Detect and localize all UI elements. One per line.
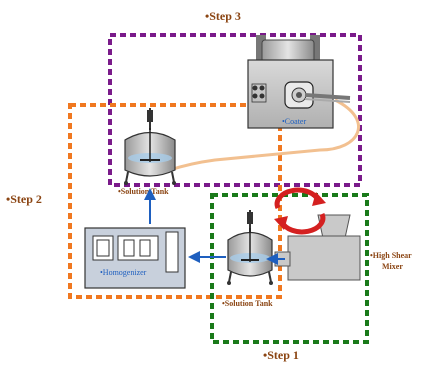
homogenizer-label: •Homogenizer	[100, 268, 147, 277]
high-shear-mixer	[274, 214, 361, 281]
step2-label: •Step 2	[6, 192, 42, 206]
step3-label: •Step 3	[205, 9, 241, 23]
coater-machine	[247, 35, 351, 129]
solution-tank-top-label: •Solution Tank	[118, 187, 169, 196]
solution-tank-bottom-label: •Solution Tank	[222, 299, 273, 308]
solution-tank-top	[124, 108, 176, 185]
solution-tank-bottom	[227, 210, 273, 285]
transfer-line	[169, 98, 360, 172]
mixer-label-line1: •High Shear	[370, 251, 412, 260]
recirculation-icon	[274, 187, 326, 235]
step1-boundary	[210, 193, 369, 344]
step3-boundary	[108, 33, 362, 187]
step1-label: •Step 1	[263, 348, 299, 362]
mixer-label-line2: Mixer	[382, 262, 403, 271]
homogenizer-machine	[84, 227, 186, 289]
coater-label: •Coater	[282, 117, 306, 126]
